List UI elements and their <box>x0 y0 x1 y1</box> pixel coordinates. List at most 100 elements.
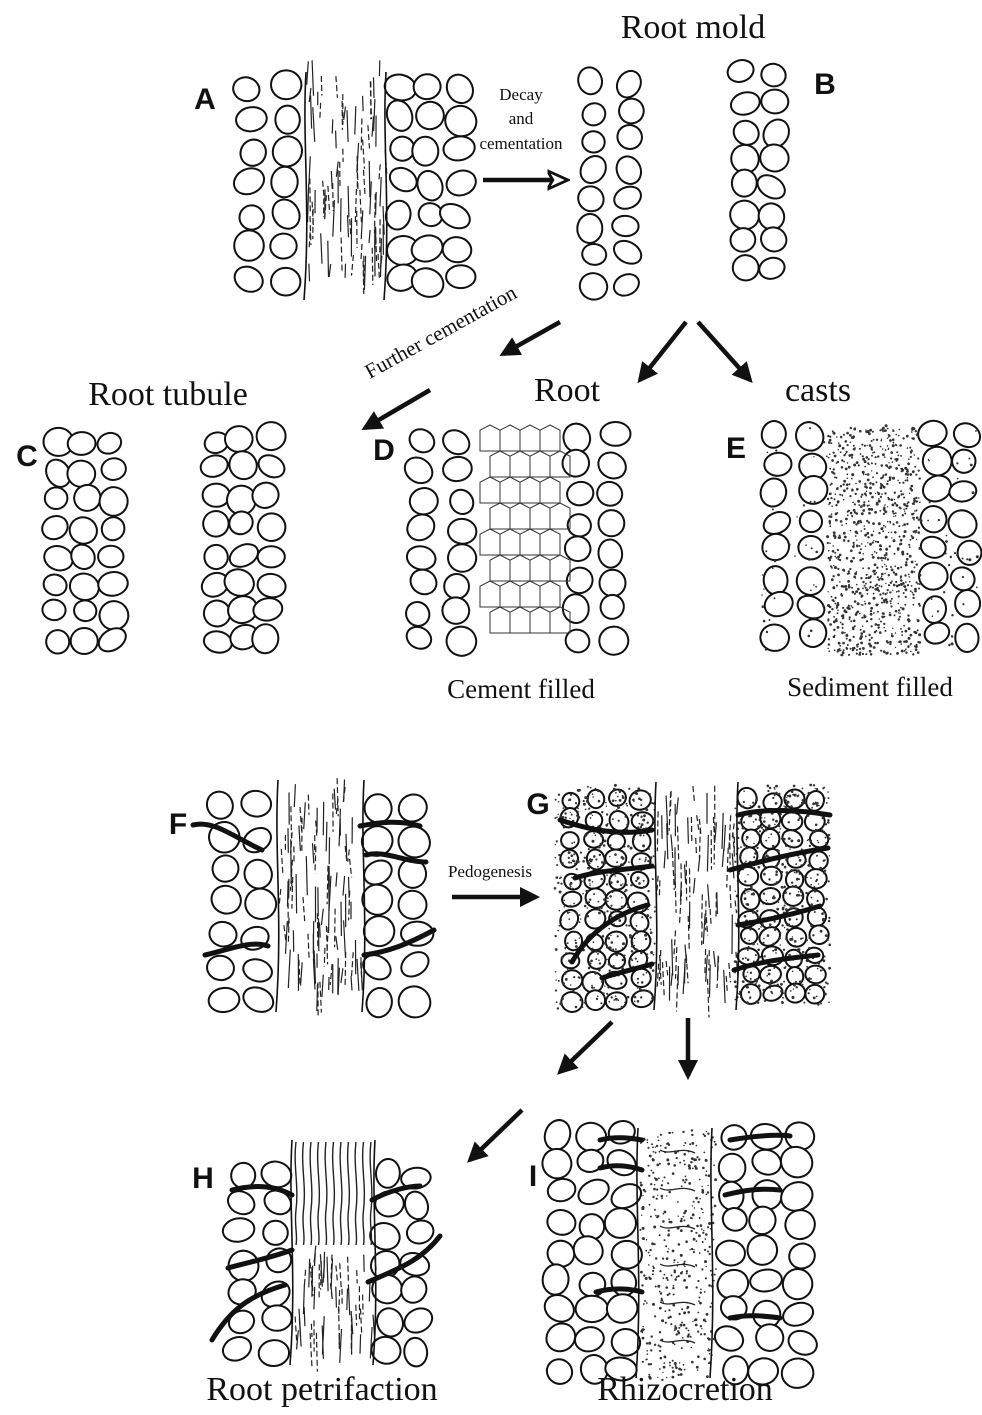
sediment-speck <box>763 873 766 876</box>
sediment-speck <box>681 1322 683 1324</box>
sediment-speck <box>787 801 789 803</box>
sediment-speck <box>889 545 891 547</box>
sediment-speck <box>866 532 869 535</box>
sediment-speck <box>597 866 599 868</box>
petrified-cell-wall <box>333 1142 335 1245</box>
sediment-speck <box>757 949 760 952</box>
sediment-speck <box>589 885 590 886</box>
root-fibre <box>693 786 695 802</box>
sediment-speck <box>803 504 805 506</box>
sediment-speck <box>828 591 829 592</box>
sediment-speck <box>664 1176 666 1178</box>
sand-grain <box>605 1208 637 1238</box>
sediment-speck <box>650 1183 652 1185</box>
sediment-speck <box>756 847 758 849</box>
sediment-speck <box>555 935 557 937</box>
sediment-speck <box>876 439 878 441</box>
sediment-speck <box>676 1333 678 1335</box>
sediment-speck <box>581 880 583 882</box>
sediment-speck <box>842 617 844 619</box>
sediment-speck <box>881 560 883 562</box>
sand-grain <box>785 1327 821 1359</box>
sediment-speck <box>874 511 877 514</box>
sediment-speck <box>869 650 872 653</box>
sediment-speck <box>639 823 641 825</box>
sediment-speck <box>588 901 590 903</box>
letter-a: A <box>194 83 216 116</box>
sediment-speck <box>766 975 768 977</box>
sand-grain <box>562 626 594 657</box>
sediment-speck <box>891 635 894 638</box>
sediment-speck <box>855 483 857 485</box>
sediment-speck <box>655 1215 657 1217</box>
sediment-speck <box>646 1342 648 1344</box>
sediment-speck <box>844 585 847 588</box>
sediment-speck <box>846 432 849 435</box>
sediment-speck <box>811 547 813 549</box>
root-fibre <box>369 230 370 243</box>
sediment-speck <box>846 487 848 489</box>
sediment-speck <box>592 793 594 795</box>
sediment-speck <box>649 1249 651 1251</box>
sediment-speck <box>828 557 831 560</box>
sediment-speck <box>907 646 909 648</box>
sediment-speck <box>659 1307 662 1310</box>
sand-grain <box>918 442 956 480</box>
sediment-speck <box>643 1329 645 1331</box>
sediment-speck <box>882 592 884 594</box>
sediment-speck <box>886 565 888 567</box>
sediment-speck <box>566 935 567 936</box>
sediment-speck <box>828 837 831 840</box>
sediment-speck <box>704 1249 706 1251</box>
sediment-speck <box>637 987 639 989</box>
casts-title: casts <box>785 372 851 409</box>
sediment-speck <box>573 853 575 855</box>
sediment-speck <box>745 861 747 863</box>
sediment-speck <box>851 478 853 480</box>
sediment-speck <box>668 1219 670 1221</box>
sediment-speck <box>842 607 844 609</box>
sediment-speck <box>635 790 638 793</box>
root-fibre <box>336 1266 338 1284</box>
sediment-speck <box>585 890 588 893</box>
sediment-speck <box>685 1327 687 1329</box>
panel-f-root-in-sediment <box>193 778 436 1023</box>
sediment-speck <box>883 623 885 625</box>
root-fibre <box>735 901 736 914</box>
sediment-speck <box>773 616 774 617</box>
petrified-cell-wall <box>340 1142 342 1245</box>
sediment-speck <box>663 1362 665 1364</box>
sediment-speck <box>861 444 863 446</box>
sediment-speck <box>806 966 808 968</box>
sand-grain <box>739 887 761 911</box>
sand-grain <box>252 596 284 623</box>
sediment-speck <box>863 630 866 633</box>
sediment-speck <box>859 652 861 654</box>
sediment-speck <box>668 1229 670 1231</box>
sediment-speck <box>764 817 765 818</box>
root-fibre <box>715 823 717 844</box>
sediment-speck <box>684 1163 686 1165</box>
sediment-speck <box>910 451 912 453</box>
sand-grain <box>198 452 230 479</box>
sediment-speck <box>555 971 557 973</box>
sediment-speck <box>776 908 779 911</box>
sand-grain <box>600 570 626 597</box>
sediment-speck <box>913 519 915 521</box>
sediment-speck <box>690 1161 692 1163</box>
sediment-speck <box>807 815 809 817</box>
sediment-speck <box>898 435 900 437</box>
sediment-speck <box>692 1205 693 1206</box>
sediment-speck <box>559 910 561 912</box>
sediment-speck <box>558 794 560 796</box>
sand-grain <box>761 867 782 886</box>
sediment-speck <box>855 577 857 579</box>
sediment-speck <box>823 441 825 443</box>
sediment-speck <box>650 856 653 859</box>
sediment-speck <box>866 574 868 576</box>
sediment-speck <box>763 866 765 868</box>
root-fibre <box>714 951 716 967</box>
sediment-speck <box>806 959 809 962</box>
root-fibre <box>374 77 375 98</box>
